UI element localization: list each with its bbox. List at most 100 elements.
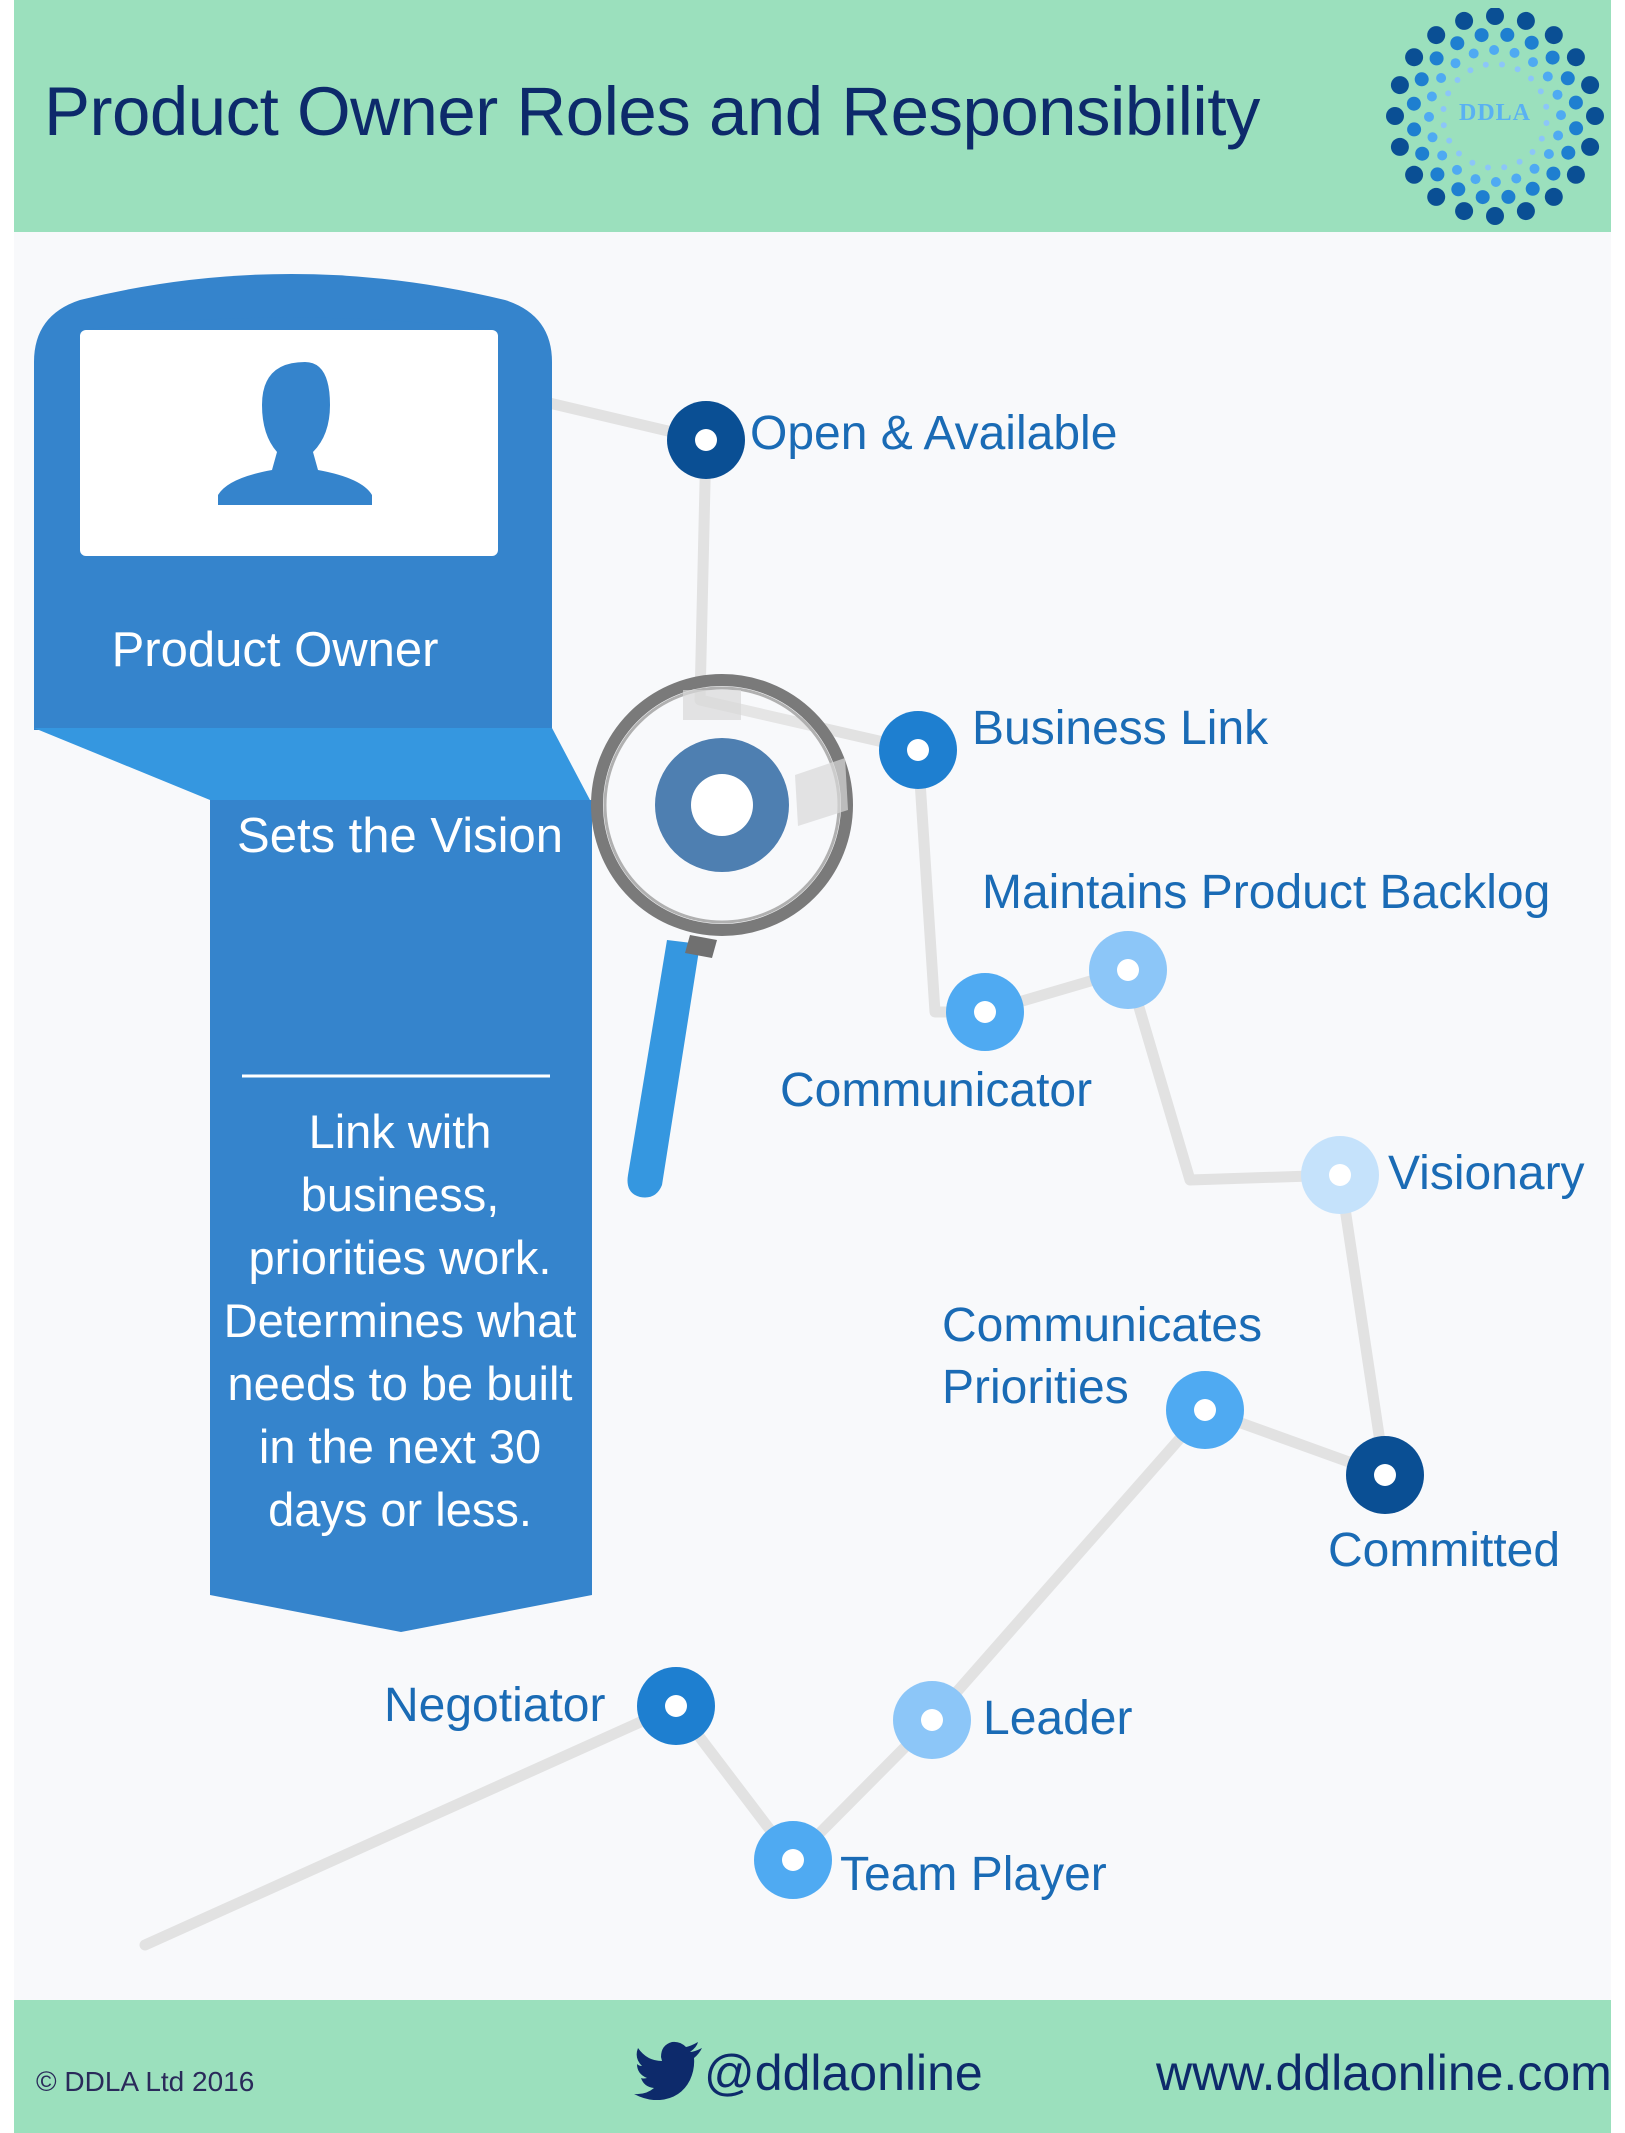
trail-path	[139, 396, 1391, 1951]
logo-dot	[1556, 110, 1566, 121]
trait-team-player: Team Player	[840, 1848, 1107, 1901]
logo-dot	[1537, 88, 1544, 95]
trait-open-available: Open & Available	[750, 407, 1118, 460]
logo-dot	[1581, 137, 1600, 156]
node-communicator	[946, 973, 1024, 1051]
node-committed	[1346, 1436, 1424, 1514]
ribbon-fold	[34, 728, 590, 800]
logo-dot	[1581, 76, 1600, 95]
logo-dot	[1524, 35, 1539, 50]
node-open-available	[667, 401, 745, 479]
logo-dot	[1390, 137, 1409, 156]
trait-communicator: Communicator	[780, 1064, 1093, 1117]
logo-dot	[1501, 189, 1516, 204]
logo-dot	[1440, 122, 1447, 129]
twitter-icon[interactable]	[634, 2040, 704, 2100]
logo-dot	[1469, 159, 1476, 166]
logo-dot	[1429, 51, 1444, 66]
avatar-mask	[80, 315, 498, 330]
twitter-handle[interactable]: @ddlaonline	[704, 2045, 983, 2101]
logo-dot	[1586, 107, 1604, 125]
logo-dots-icon	[1386, 7, 1604, 225]
logo-dot	[1489, 45, 1500, 55]
logo-dot	[1566, 165, 1585, 184]
logo-dot	[1468, 48, 1479, 59]
logo-dot	[1500, 27, 1515, 42]
logo-dot	[1543, 103, 1550, 110]
logo-dot	[1456, 150, 1462, 157]
logo-dot	[1455, 202, 1474, 221]
logo-dot	[1509, 47, 1520, 58]
logo-dot	[1437, 150, 1448, 161]
trait-committed: Committed	[1328, 1524, 1561, 1577]
logo-dot	[1415, 146, 1430, 161]
logo-dot	[1486, 7, 1504, 25]
logo-dot	[1406, 96, 1421, 111]
ddla-logo: DDLA	[1380, 7, 1610, 232]
logo-dot	[1475, 190, 1490, 205]
logo-text: DDLA	[1458, 100, 1531, 126]
logo-dot	[1538, 135, 1545, 142]
website-link[interactable]: www.ddlaonline.com	[1156, 2045, 1612, 2101]
logo-dot	[1440, 106, 1447, 112]
logo-dot	[1552, 89, 1563, 100]
page-title: Product Owner Roles and Responsibility	[44, 73, 1260, 150]
logo-dot	[1544, 187, 1563, 206]
logo-dot	[1450, 58, 1461, 69]
logo-dot	[1490, 177, 1501, 187]
logo-dot	[1516, 202, 1535, 221]
logo-dot	[1405, 48, 1424, 67]
copyright-text: © DDLA Ltd 2016	[36, 2066, 255, 2097]
logo-dot	[1426, 91, 1437, 102]
logo-dot	[1386, 107, 1404, 125]
logo-dot	[1553, 130, 1564, 141]
user-silhouette-icon	[218, 362, 372, 505]
trait-negotiator: Negotiator	[384, 1679, 606, 1732]
logo-dot	[1543, 120, 1550, 126]
logo-dot	[1427, 132, 1438, 143]
footer-banner: © DDLA Ltd 2016 @ddlaonline www.ddlaonli…	[14, 2000, 1612, 2133]
logo-dot	[1414, 72, 1429, 87]
vision-label: Sets the Vision	[237, 809, 563, 863]
logo-dot	[1542, 71, 1553, 82]
logo-dot	[1511, 173, 1522, 184]
node-leader	[893, 1681, 971, 1759]
logo-dot	[1474, 28, 1489, 43]
logo-dot	[1436, 73, 1447, 83]
trait-leader: Leader	[983, 1692, 1133, 1745]
trait-business-link: Business Link	[972, 702, 1269, 755]
vision-description: Link with business, priorities work. Det…	[223, 1105, 577, 1536]
trait-maintains-backlog: Maintains Product Backlog	[982, 866, 1551, 919]
logo-dot	[1405, 165, 1424, 184]
logo-dot	[1516, 11, 1535, 30]
logo-dot	[1544, 26, 1563, 45]
magnifier-icon	[591, 674, 853, 1198]
logo-dot	[1568, 95, 1583, 110]
logo-dot	[1451, 182, 1466, 197]
logo-dot	[1501, 164, 1508, 171]
node-maintains-backlog	[1089, 931, 1167, 1009]
logo-dot	[1446, 137, 1453, 144]
logo-dot	[1543, 149, 1554, 159]
logo-dot	[1560, 71, 1575, 86]
vision-banner	[210, 800, 592, 1632]
node-negotiator	[637, 1667, 715, 1745]
logo-dot	[1427, 26, 1446, 45]
logo-dot	[1430, 167, 1445, 182]
logo-dot	[1499, 61, 1505, 68]
node-communicates-priorities	[1166, 1371, 1244, 1449]
trait-communicates-priorities: Communicates Priorities	[942, 1299, 1263, 1414]
logo-dot	[1390, 76, 1409, 95]
logo-dot	[1485, 164, 1491, 171]
logo-dot	[1569, 121, 1584, 136]
logo-dot	[1450, 36, 1465, 51]
logo-dot	[1455, 11, 1474, 30]
logo-dot	[1427, 187, 1446, 206]
logo-dot	[1528, 75, 1534, 82]
logo-dot	[1516, 158, 1523, 165]
logo-dot	[1407, 122, 1422, 137]
logo-dot	[1445, 90, 1452, 97]
logo-dot	[1528, 57, 1538, 68]
logo-dot	[1424, 111, 1434, 122]
